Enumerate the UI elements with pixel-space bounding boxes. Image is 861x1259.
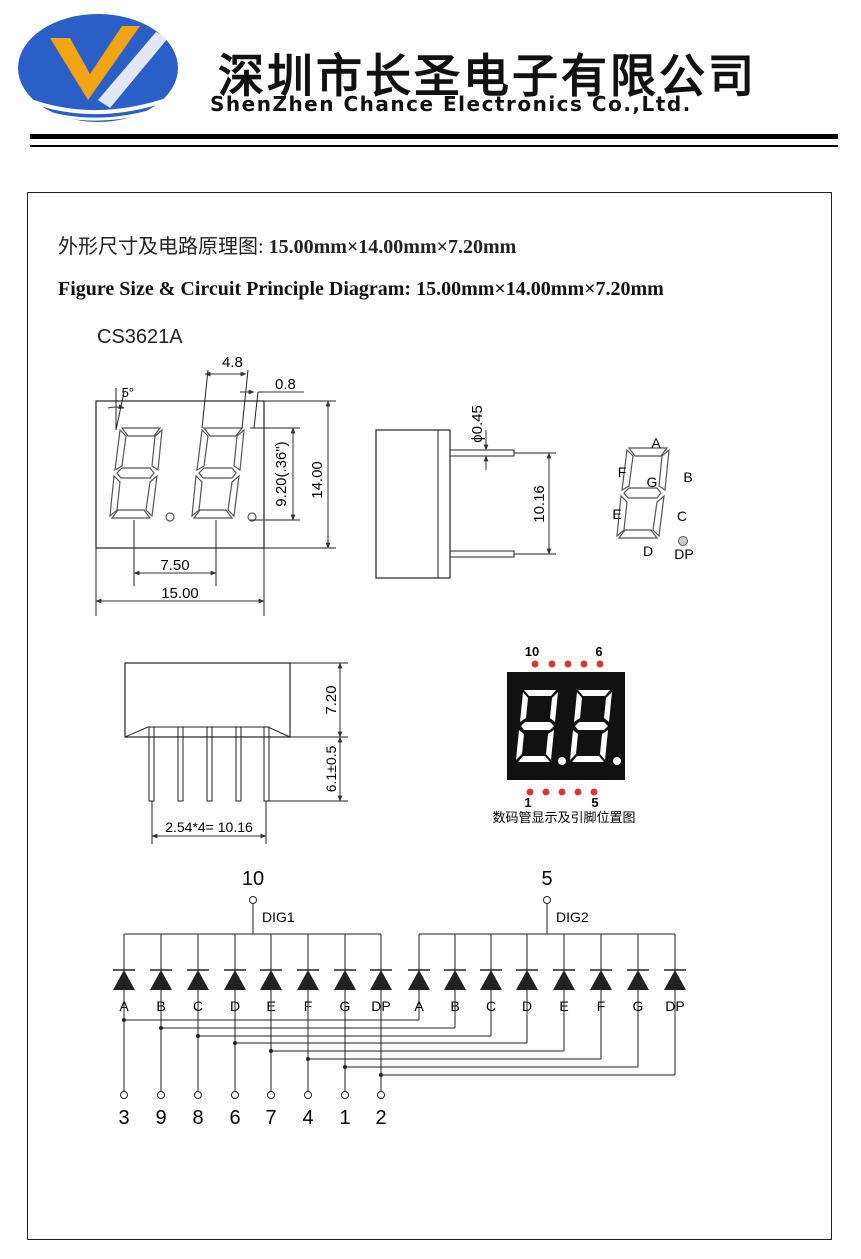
company-logo-icon: [18, 14, 179, 122]
dim-segment-width: 0.8: [275, 376, 296, 393]
segment-label-b: B: [683, 469, 692, 485]
dim-pin-diameter: ϕ0.45: [469, 405, 486, 443]
output-pin-label: 9: [155, 1107, 166, 1129]
pin-position-view: [507, 660, 625, 796]
output-pin-label: 1: [339, 1107, 350, 1129]
diode-icon: [590, 970, 612, 990]
header-rule-thin: [30, 145, 838, 147]
title-en: Figure Size & Circuit Principle Diagram:…: [58, 278, 664, 300]
segment-label-e: E: [612, 506, 621, 522]
diode-icon: [480, 970, 502, 990]
segment-label-dp: DP: [674, 546, 693, 562]
company-name-en: ShenZhen Chance Electronics Co.,Ltd.: [210, 92, 692, 116]
header-rule: [30, 134, 838, 139]
title-cn: 外形尺寸及电路原理图: 15.00mm×14.00mm×7.20mm: [58, 236, 517, 258]
output-pin-label: 7: [265, 1107, 276, 1129]
segment-label-g: G: [647, 474, 658, 490]
segment-legend: [616, 447, 688, 546]
model-number: CS3621A: [97, 326, 183, 348]
dim-depth: 7.20: [323, 685, 340, 714]
diode-icon: [113, 970, 135, 990]
diode-icon: [187, 970, 209, 990]
diode-icon: [297, 970, 319, 990]
diode-icon: [627, 970, 649, 990]
diode-icon: [260, 970, 282, 990]
common-pin-label: 5: [541, 868, 552, 890]
output-pin-label: 8: [192, 1107, 203, 1129]
dim-pitch: 7.50: [160, 557, 189, 574]
drawing-frame: [27, 192, 832, 1240]
common-pin-label: 10: [242, 868, 264, 890]
pin-label-bottom-right: 5: [591, 795, 598, 810]
dim-digit-height: 9.20(.36"): [273, 441, 290, 506]
segment-label-f: F: [618, 464, 627, 480]
dim-pin-pitch: 2.54*4= 10.16: [165, 819, 253, 835]
diode-icon: [553, 970, 575, 990]
segment-label-c: C: [677, 508, 687, 524]
diode-icon: [664, 970, 686, 990]
pin-label-bottom-left: 1: [524, 795, 531, 810]
segment-label-a: A: [651, 435, 661, 451]
diode-icon: [370, 970, 392, 990]
side-view: [375, 429, 556, 579]
diode-icon: [516, 970, 538, 990]
digit-label: DIG2: [556, 909, 589, 925]
diode-icon: [408, 970, 430, 990]
pin-label-top-right: 6: [595, 644, 602, 659]
dim-row-spacing: 10.16: [531, 485, 548, 523]
diode-icon: [444, 970, 466, 990]
company-name-cn: 深圳市长圣电子有限公司: [218, 49, 757, 103]
diode-icon: [334, 970, 356, 990]
output-pin-label: 4: [302, 1107, 313, 1129]
pin-view-caption: 数码管显示及引脚位置图: [492, 810, 635, 826]
digit-label: DIG1: [262, 909, 295, 925]
segment-label-d: D: [643, 543, 653, 559]
dim-digit-width: 4.8: [222, 354, 243, 371]
bottom-view: [124, 662, 348, 844]
dim-body-width: 15.00: [161, 585, 199, 602]
output-pin-label: 6: [229, 1107, 240, 1129]
pin-label-top-left: 10: [525, 644, 539, 659]
front-view: [95, 369, 336, 616]
dim-pin-length: 6.1±0.5: [323, 745, 339, 792]
diode-icon: [150, 970, 172, 990]
output-pin-label: 2: [375, 1107, 386, 1129]
diode-icon: [224, 970, 246, 990]
dim-tilt: 5°: [122, 385, 134, 400]
output-pin-label: 3: [118, 1107, 129, 1129]
dim-body-height: 14.00: [309, 461, 326, 499]
